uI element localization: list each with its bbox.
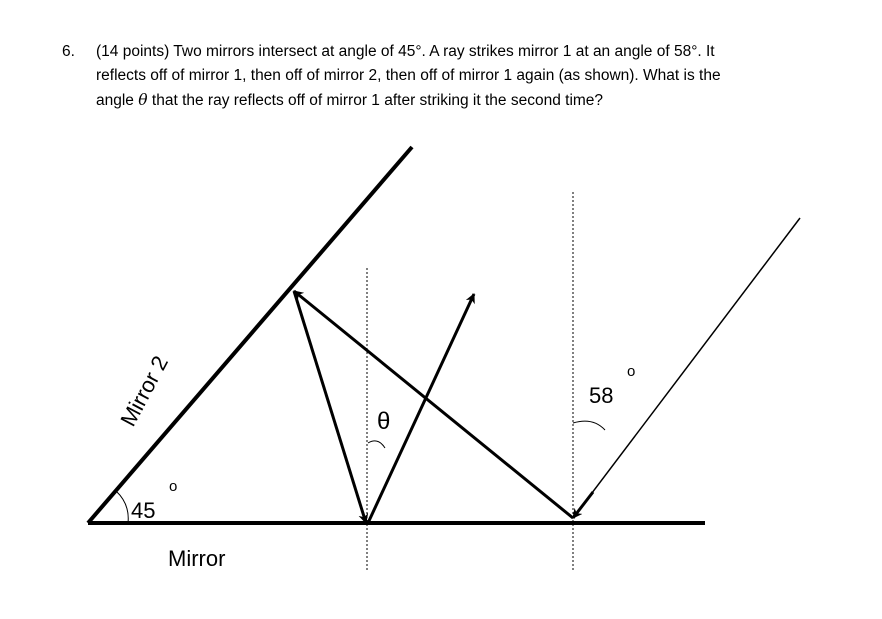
reflected-ray-out	[366, 293, 476, 524]
mirror-2-label: Mirror 2	[115, 352, 173, 431]
incoming-ray	[572, 217, 801, 519]
angle-45-degree: o	[169, 478, 177, 495]
question-number: 6.	[62, 43, 75, 60]
angle-45-value: 45	[131, 498, 155, 523]
angle-45-arc	[115, 490, 129, 524]
question-body: (14 points) Two mirrors intersect at ang…	[96, 40, 856, 113]
theta-arc	[367, 440, 386, 449]
incoming-ray-arrow	[571, 491, 595, 519]
question-line-2: reflects off of mirror 1, then off of mi…	[96, 67, 721, 84]
mirror-1-label: Mirror	[168, 546, 225, 571]
question-line-1: (14 points) Two mirrors intersect at ang…	[96, 40, 856, 64]
theta-label: θ	[377, 408, 390, 435]
question-line-3-pre: angle	[96, 92, 134, 109]
question-line-3-post: that the ray reflects off of mirror 1 af…	[151, 92, 604, 109]
question-points: (14 points)	[96, 43, 170, 60]
ray-to-mirror-1	[292, 290, 369, 524]
mirror-2-line	[86, 145, 414, 525]
ray-to-mirror-2	[293, 289, 574, 520]
question-line-3: angle θ that the ray reflects off of mir…	[96, 88, 856, 113]
question-line-1-text: Two mirrors intersect at angle of 45°. A…	[173, 43, 715, 60]
angle-58-degree: o	[627, 363, 635, 380]
question-theta-symbol: θ	[138, 91, 148, 109]
angle-58-arc	[572, 420, 606, 431]
angle-58-value: 58	[589, 383, 613, 408]
